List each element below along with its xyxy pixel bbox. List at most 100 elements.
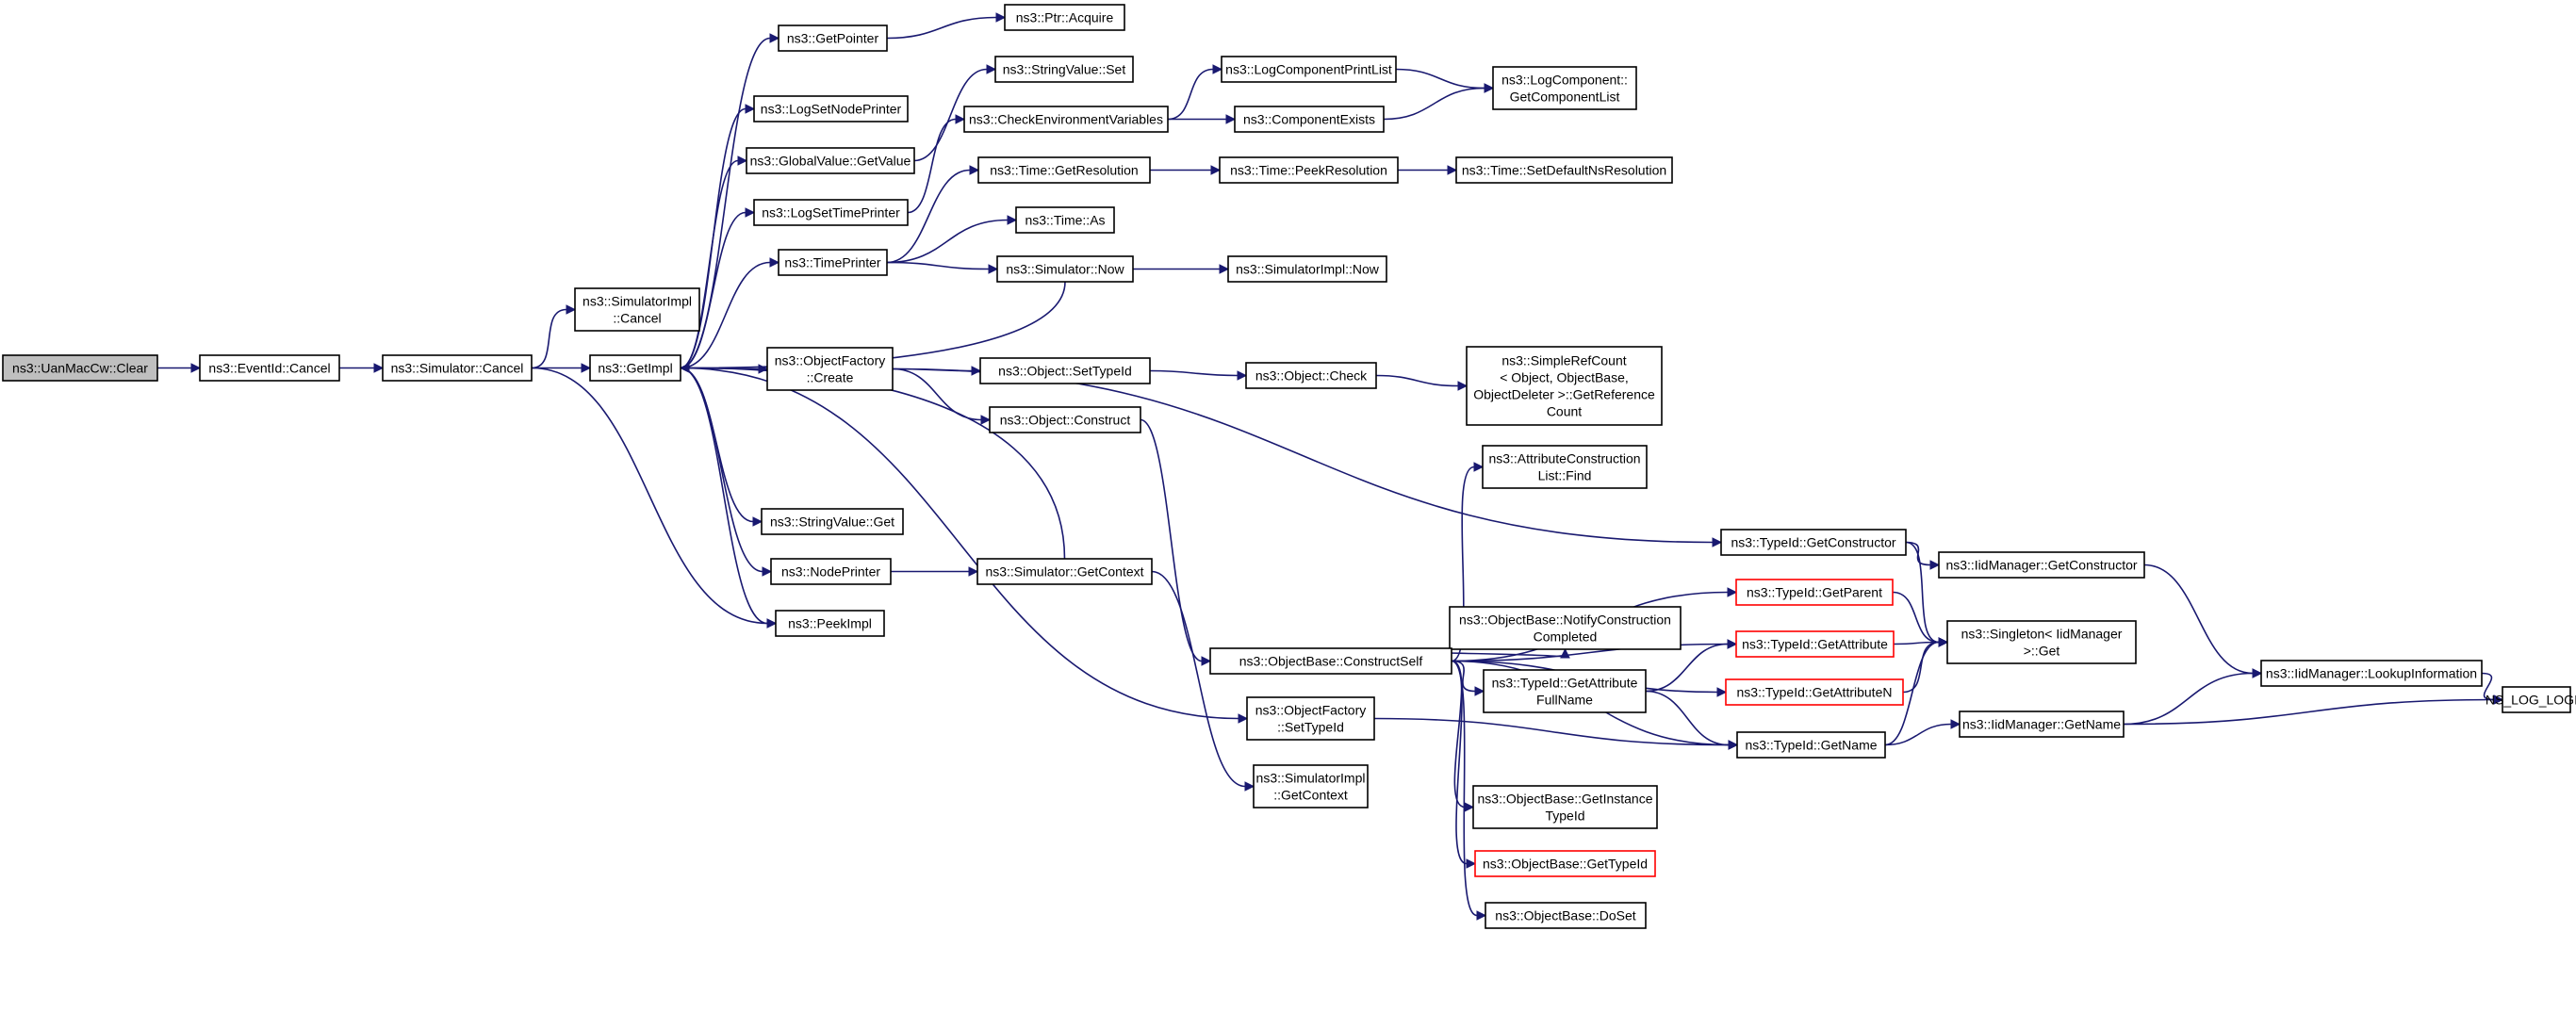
node-stringvalue-get[interactable]: ns3::StringValue::Get (761, 508, 904, 535)
node-label-line: ns3::TypeId::GetParent (1747, 585, 1882, 600)
node-label-line: ns3::ObjectBase::GetInstance (1478, 792, 1653, 807)
node-ptr-acquire[interactable]: ns3::Ptr::Acquire (1004, 4, 1125, 31)
edge-arrowhead (1929, 560, 1941, 570)
node-timeprinter[interactable]: ns3::TimePrinter (778, 249, 888, 276)
node-sim-cancel[interactable]: ns3::Simulator::Cancel (382, 354, 533, 382)
edge-arrowhead (1950, 719, 1961, 729)
edge-line (886, 261, 990, 270)
node-eventid-cancel[interactable]: ns3::EventId::Cancel (199, 354, 340, 382)
node-label-line: ns3::Simulator::GetContext (985, 564, 1143, 580)
node-simimpl-getcontext[interactable]: ns3::SimulatorImpl::GetContext (1253, 764, 1369, 808)
node-simplerefcount[interactable]: ns3::SimpleRefCount< Object, ObjectBase,… (1466, 346, 1663, 426)
edge-arrowhead (969, 165, 980, 175)
node-label-line: ns3::LogComponent:: (1501, 73, 1628, 88)
node-label-line: ns3::ComponentExists (1243, 112, 1375, 127)
node-objbase-gettypeid[interactable]: ns3::ObjectBase::GetTypeId (1474, 850, 1656, 877)
node-label-line: >::Get (2024, 644, 2060, 659)
node-logcomp-getlist[interactable]: ns3::LogComponent::GetComponentList (1492, 66, 1637, 110)
node-label-line: ns3::ObjectBase::ConstructSelf (1239, 654, 1423, 669)
node-object-construct[interactable]: ns3::Object::Construct (989, 406, 1141, 433)
node-iidmgr-getname[interactable]: ns3::IidManager::GetName (1959, 710, 2125, 738)
node-globalvalue-getvalue[interactable]: ns3::GlobalValue::GetValue (746, 147, 915, 174)
node-time-peekres[interactable]: ns3::Time::PeekResolution (1219, 156, 1399, 184)
node-object-settypeid[interactable]: ns3::Object::SetTypeId (979, 357, 1151, 384)
node-box (1209, 647, 1452, 675)
node-componentexists[interactable]: ns3::ComponentExists (1234, 106, 1385, 133)
node-getpointer[interactable]: ns3::GetPointer (778, 24, 888, 52)
call-edge-objfactory_settypeid-to-typeid_getname (1373, 717, 1739, 750)
node-stringvalue-set[interactable]: ns3::StringValue::Set (994, 56, 1134, 83)
node-label-line: ns3::TimePrinter (784, 255, 881, 270)
node-logcompprintlist[interactable]: ns3::LogComponentPrintList (1221, 56, 1397, 83)
node-clear[interactable]: ns3::UanMacCw::Clear (2, 354, 158, 382)
call-edge-checkenv-to-componentexists (1168, 114, 1237, 124)
node-peekimpl[interactable]: ns3::PeekImpl (775, 610, 885, 637)
node-box (1472, 785, 1658, 829)
node-label-line: ::GetContext (1273, 788, 1348, 803)
call-edge-object_settypeid-to-object_check (1149, 369, 1248, 381)
edge-line (886, 169, 971, 264)
node-iidmgr-lookupinfo[interactable]: ns3::IidManager::LookupInformation (2260, 660, 2483, 687)
node-box (1736, 731, 1886, 759)
node-label-line: ns3::Ptr::Acquire (1016, 10, 1114, 25)
node-nodeprinter[interactable]: ns3::NodePrinter (770, 558, 892, 585)
node-typeid-getparent[interactable]: ns3::TypeId::GetParent (1735, 579, 1894, 606)
edge-line (1375, 374, 1459, 387)
node-objfactory-create[interactable]: ns3::ObjectFactory::Create (766, 347, 894, 391)
node-notifyconstruction[interactable]: ns3::ObjectBase::NotifyConstructionCompl… (1449, 606, 1682, 650)
edge-line (680, 367, 763, 573)
node-constructself[interactable]: ns3::ObjectBase::ConstructSelf (1209, 647, 1452, 675)
node-typeid-getname[interactable]: ns3::TypeId::GetName (1736, 731, 1886, 759)
edge-arrowhead (1225, 114, 1237, 124)
edge-line (1905, 541, 1940, 644)
edge-line (680, 367, 1239, 720)
node-typeid-getattributen[interactable]: ns3::TypeId::GetAttributeN (1725, 678, 1904, 706)
edge-line (680, 367, 768, 625)
edge-arrowhead (1464, 802, 1475, 812)
node-singleton-get[interactable]: ns3::Singleton< IidManager>::Get (1946, 620, 2137, 664)
node-objbase-doset[interactable]: ns3::ObjectBase::DoSet (1485, 902, 1647, 929)
node-logsetnodeprinter[interactable]: ns3::LogSetNodePrinter (753, 95, 909, 122)
edge-arrowhead (679, 363, 690, 373)
node-label-line: ns3::IidManager::GetName (1962, 717, 2121, 732)
node-time-getres[interactable]: ns3::Time::GetResolution (977, 156, 1151, 184)
edge-line (680, 211, 747, 369)
node-iidmgr-getconstructor[interactable]: ns3::IidManager::GetConstructor (1938, 551, 2145, 579)
node-getimpl[interactable]: ns3::GetImpl (589, 354, 681, 382)
node-label-line: < Object, ObjectBase, (1500, 370, 1629, 385)
node-label-line: Count (1547, 404, 1582, 419)
edge-line (1373, 717, 1730, 746)
node-checkenv[interactable]: ns3::CheckEnvironmentVariables (963, 106, 1169, 133)
edge-arrowhead (745, 207, 756, 218)
node-time-setdefault[interactable]: ns3::Time::SetDefaultNsResolution (1455, 156, 1673, 184)
node-sim-now[interactable]: ns3::Simulator::Now (996, 255, 1134, 283)
call-edge-typeid_getconstructor-to-iidmgr_getconstructor (1905, 541, 1941, 570)
edge-line (886, 16, 997, 40)
node-label-line: ns3::GlobalValue::GetValue (750, 154, 911, 169)
node-box (994, 56, 1134, 83)
node-box (1959, 710, 2125, 738)
node-simimpl-cancel[interactable]: ns3::SimulatorImpl::Cancel (574, 287, 700, 332)
node-typeid-getconstructor[interactable]: ns3::TypeId::GetConstructor (1720, 529, 1907, 556)
node-simimpl-now[interactable]: ns3::SimulatorImpl::Now (1227, 255, 1387, 283)
call-edge-getimpl-to-objfactory_settypeid (680, 367, 1249, 724)
node-box (1735, 579, 1894, 606)
node-box (1466, 346, 1663, 426)
node-ns-log-logic[interactable]: NS_LOG_LOGIC (2486, 686, 2576, 713)
call-edge-object_check-to-simplerefcount (1375, 374, 1468, 391)
node-box (989, 406, 1141, 433)
node-object-check[interactable]: ns3::Object::Check (1245, 362, 1377, 389)
node-logsettimeprinter[interactable]: ns3::LogSetTimePrinter (753, 199, 909, 226)
node-time-as[interactable]: ns3::Time::As (1015, 206, 1115, 234)
edge-arrowhead (1727, 639, 1738, 649)
node-typeid-getattribute[interactable]: ns3::TypeId::GetAttribute (1735, 630, 1895, 658)
node-box (1219, 156, 1399, 184)
node-box (1720, 529, 1907, 556)
node-sim-getcontext[interactable]: ns3::Simulator::GetContext (976, 558, 1153, 585)
call-edge-timeprinter-to-time_getres (886, 165, 980, 264)
node-box (976, 558, 1153, 585)
node-objfactory-settypeid[interactable]: ns3::ObjectFactory::SetTypeId (1246, 696, 1375, 741)
